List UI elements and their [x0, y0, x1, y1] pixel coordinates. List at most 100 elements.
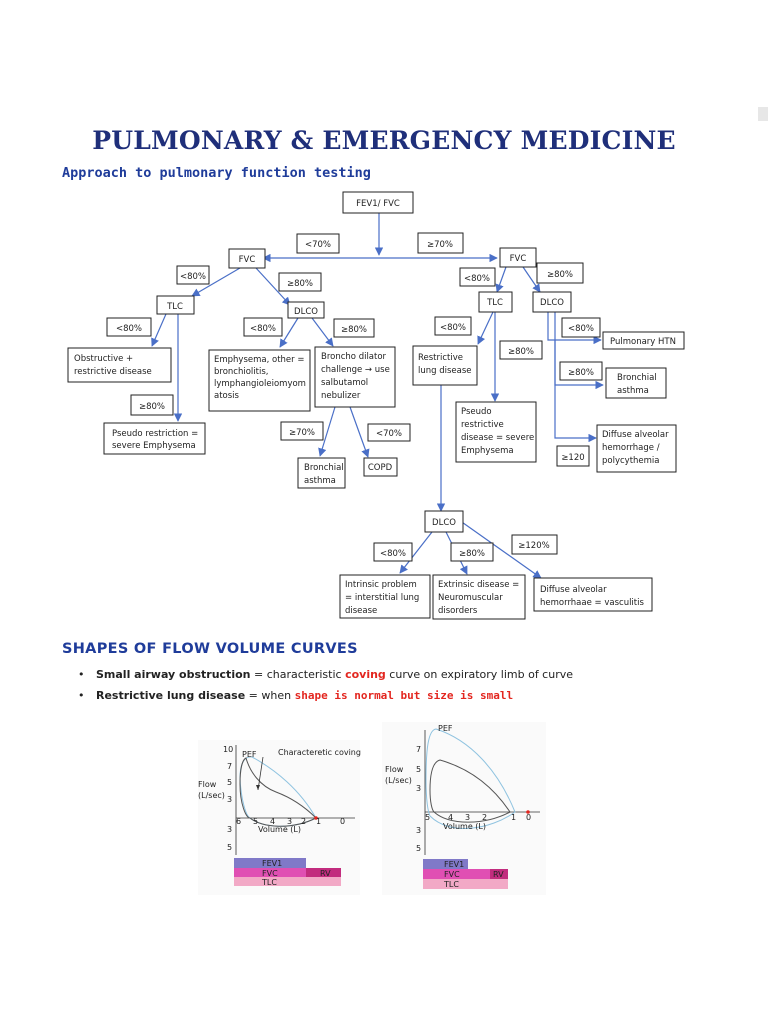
- page-title: PULMONARY & EMERGENCY MEDICINE: [92, 126, 676, 155]
- label-right-tlc-lt80: <80%: [440, 323, 466, 333]
- x-tick: 4: [448, 813, 453, 822]
- x-tick: 3: [287, 817, 292, 826]
- bullet-term: Small airway obstruction: [96, 668, 251, 681]
- node-dlco-bottom: DLCO: [432, 518, 456, 528]
- label-bd-lt70: <70%: [376, 429, 402, 439]
- scroll-tab[interactable]: [758, 107, 768, 121]
- bullet-highlight: shape is normal but size is small: [294, 689, 514, 702]
- y-tick: 3: [227, 825, 232, 834]
- node-fvc-left: FVC: [239, 255, 256, 265]
- node-broncho-dilator-line1: Broncho dilator: [321, 352, 387, 362]
- y-tick: 5: [227, 843, 232, 852]
- node-intrinsic-line3: disease: [345, 606, 377, 616]
- node-bronchial-asthma-left-line2: asthma: [304, 476, 336, 486]
- node-broncho-dilator-line2: challenge → use: [321, 365, 390, 375]
- x-tick: 0: [526, 813, 531, 822]
- bar-fev1: FEV1: [262, 859, 282, 868]
- bullet-restrictive: Restrictive lung disease = when shape is…: [78, 685, 573, 706]
- label-left-fvc-lt80: <80%: [180, 272, 206, 282]
- node-bronchial-asthma-right-line2: asthma: [617, 386, 649, 396]
- node-pseudo-restriction-line2: severe Emphysema: [112, 441, 196, 451]
- node-dlco-right: DLCO: [540, 298, 564, 308]
- node-restrictive-line2: lung disease: [418, 366, 472, 376]
- node-intrinsic-line2: = interstitial lung: [345, 593, 419, 603]
- y-tick: 3: [227, 795, 232, 804]
- volume-axis-label: Volume (L): [443, 822, 486, 831]
- label-bottom-ge80: ≥80%: [459, 549, 485, 559]
- node-pseudo-restriction-line1: Pseudo restriction =: [112, 429, 198, 439]
- node-pseudo-restrictive-line3: disease = severe: [461, 433, 534, 443]
- x-tick: 0: [340, 817, 345, 826]
- x-tick: 5: [425, 813, 430, 822]
- label-right-tlc-ge80: ≥80%: [508, 347, 534, 357]
- node-restrictive-line1: Restrictive: [418, 353, 463, 363]
- x-tick: 4: [270, 817, 275, 826]
- label-right-fvc-ge80: ≥80%: [547, 270, 573, 280]
- node-bronchial-asthma-left-line1: Bronchial: [304, 463, 344, 473]
- bullet-small-airway: Small airway obstruction = characteristi…: [78, 664, 573, 685]
- flow-volume-graph-obstruction: PEF Characteretic coving Flow (L/sec) 10…: [198, 740, 361, 895]
- pef-label: PEF: [242, 750, 257, 759]
- node-tlc-right: TLC: [486, 298, 503, 308]
- x-tick: 1: [316, 817, 321, 826]
- bar-tlc: TLC: [261, 878, 277, 887]
- pef-label: PEF: [438, 724, 453, 733]
- bullet-text: = characteristic: [250, 668, 346, 681]
- y-tick: 5: [227, 778, 232, 787]
- bullet-list: Small airway obstruction = characteristi…: [78, 664, 573, 706]
- bar-tlc: TLC: [443, 880, 459, 889]
- node-bronchial-asthma-right-line1: Bronchial: [617, 373, 657, 383]
- node-extrinsic-line3: disorders: [438, 606, 478, 616]
- node-fvc-right: FVC: [510, 254, 527, 264]
- node-emphysema-line3: lymphangioleiomyom: [214, 379, 306, 389]
- label-left-tlc-ge80: ≥80%: [139, 402, 165, 412]
- node-dlco-left: DLCO: [294, 307, 318, 317]
- node-pseudo-restrictive-line1: Pseudo: [461, 407, 492, 417]
- label-right-fvc-lt80: <80%: [464, 274, 490, 284]
- page-subtitle: Approach to pulmonary function testing: [62, 165, 371, 181]
- bar-fvc: FVC: [444, 870, 460, 879]
- node-extrinsic-line2: Neuromuscular: [438, 593, 503, 603]
- y-tick: 3: [416, 826, 421, 835]
- y-tick: 3: [416, 784, 421, 793]
- x-tick: 2: [301, 817, 306, 826]
- flow-axis-unit: (L/sec): [385, 776, 412, 785]
- x-tick: 6: [236, 817, 241, 826]
- label-left-tlc-lt80: <80%: [116, 324, 142, 334]
- node-emphysema-line1: Emphysema, other =: [214, 355, 304, 365]
- node-emphysema-line4: atosis: [214, 391, 240, 401]
- x-tick: 3: [465, 813, 470, 822]
- node-emphysema-line2: bronchiolitis,: [214, 367, 268, 377]
- label-bd-ge70: ≥70%: [289, 428, 315, 438]
- label-right-dlco-ge120: ≥120: [561, 453, 584, 463]
- node-diffuse-alveolar-1-line3: polycythemia: [602, 456, 660, 466]
- coving-annotation: Characteretic coving: [278, 748, 361, 757]
- x-tick: 2: [482, 813, 487, 822]
- label-left-dlco-lt80: <80%: [250, 324, 276, 334]
- node-broncho-dilator-line4: nebulizer: [321, 391, 361, 401]
- label-bottom-lt80: <80%: [380, 549, 406, 559]
- node-diffuse-alveolar-2-line1: Diffuse alveolar: [540, 585, 607, 595]
- x-tick: 5: [253, 817, 258, 826]
- node-diffuse-alveolar-1-line1: Diffuse alveolar: [602, 430, 669, 440]
- node-diffuse-alveolar-2-line2: hemorrhaae = vasculitis: [540, 598, 644, 608]
- bullet-highlight: coving: [345, 668, 386, 681]
- volume-axis-label: Volume (L): [258, 825, 301, 834]
- node-extrinsic-line1: Extrinsic disease =: [438, 580, 519, 590]
- node-pseudo-restrictive-line4: Emphysema: [461, 446, 514, 456]
- node-intrinsic-line1: Intrinsic problem: [345, 580, 417, 590]
- bullet-text: = when: [245, 689, 295, 702]
- y-tick: 10: [223, 745, 233, 754]
- node-diffuse-alveolar-1-line2: hemorrhage /: [602, 443, 660, 453]
- node-obstructive-line1: Obstructive +: [74, 354, 133, 364]
- flow-volume-graph-restrictive: PEF Flow (L/sec) 7 5 3 3 5 5 4 3 2 1 0 V…: [382, 722, 546, 895]
- label-right-dlco-lt80: <80%: [568, 324, 594, 334]
- x-tick: 1: [511, 813, 516, 822]
- y-tick: 7: [227, 762, 232, 771]
- node-tlc-left: TLC: [166, 302, 183, 312]
- y-tick: 7: [416, 745, 421, 754]
- bullet-text: curve on expiratory limb of curve: [385, 668, 574, 681]
- bar-fvc: FVC: [262, 869, 278, 878]
- label-left-fvc-ge80: ≥80%: [287, 279, 313, 289]
- flow-axis-unit: (L/sec): [198, 791, 225, 800]
